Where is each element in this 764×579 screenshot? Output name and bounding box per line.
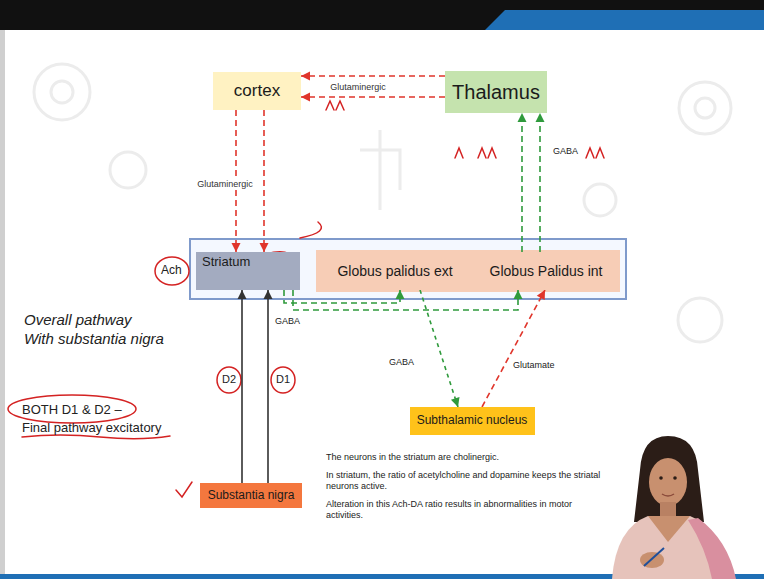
annotation-label: Final pathway excitatory bbox=[22, 420, 161, 436]
node-label: Globus Palidus int bbox=[490, 263, 603, 279]
node-label: Substantia nigra bbox=[208, 489, 295, 503]
connector-line bbox=[263, 110, 265, 252]
node-label: Globus palidus ext bbox=[337, 263, 452, 279]
cortex-box: cortex bbox=[213, 72, 301, 110]
pallidus-band bbox=[316, 250, 620, 292]
connector-line bbox=[284, 290, 400, 303]
connector bbox=[264, 290, 273, 483]
header-accent bbox=[485, 10, 764, 30]
globus-pallidus-int-box: Globus Palidus int bbox=[476, 252, 616, 290]
arrow-head bbox=[238, 290, 247, 299]
node-label: cortex bbox=[234, 81, 280, 101]
connector bbox=[482, 290, 545, 407]
connector-line bbox=[241, 290, 243, 483]
annotation-label: Alteration in this Ach-DA ratio results … bbox=[326, 499, 608, 521]
annotation-label: In striatum, the ratio of acetylcholine … bbox=[326, 470, 608, 492]
pen-annotations bbox=[8, 101, 604, 497]
arrow-head bbox=[301, 72, 310, 81]
annotation-label: BOTH D1 & D2 – bbox=[22, 402, 122, 418]
connector-line bbox=[301, 75, 445, 77]
connector bbox=[420, 290, 459, 407]
arrow-head bbox=[537, 290, 545, 300]
annotation-label: D1 bbox=[276, 373, 290, 386]
striatum-box: Striatum bbox=[196, 252, 300, 290]
arrow-head bbox=[396, 290, 405, 299]
node-label: Thalamus bbox=[452, 81, 540, 104]
connector-line bbox=[539, 113, 541, 252]
connector bbox=[518, 113, 527, 252]
left-border bbox=[0, 30, 5, 579]
connector-line bbox=[301, 96, 445, 98]
connector bbox=[301, 93, 445, 102]
watermark-icons bbox=[34, 64, 731, 342]
annotation-label: GABA bbox=[552, 146, 579, 157]
subthalamic-nucleus-box: Subthalamic nucleus bbox=[410, 407, 535, 435]
annotation-label: Glutamate bbox=[512, 360, 556, 371]
connector-line bbox=[482, 290, 545, 407]
substantia-nigra-box: Substantia nigra bbox=[200, 483, 302, 508]
arrow-head bbox=[260, 243, 269, 252]
connector-line bbox=[521, 113, 523, 252]
presenter-figure bbox=[612, 436, 736, 579]
edge-label: Glutaminergic bbox=[195, 179, 255, 190]
header-bar bbox=[0, 0, 764, 30]
arrow-head bbox=[514, 290, 523, 299]
annotation-label: Ach bbox=[161, 263, 182, 277]
annotation-label: GABA bbox=[388, 357, 415, 368]
node-label: Striatum bbox=[202, 255, 250, 270]
connector bbox=[238, 290, 247, 483]
arrow-head bbox=[301, 93, 310, 102]
arrow-head bbox=[518, 113, 527, 122]
edge-label: Glutaminergic bbox=[328, 82, 388, 93]
arrow-head bbox=[451, 397, 460, 407]
connector bbox=[536, 113, 545, 252]
connector bbox=[284, 290, 405, 303]
arrow-head bbox=[536, 113, 545, 122]
connector-line bbox=[293, 290, 518, 310]
annotation-label: D2 bbox=[222, 373, 236, 386]
annotation-label: Overall pathway bbox=[24, 311, 132, 329]
connector-line bbox=[420, 290, 458, 407]
node-label: Subthalamic nucleus bbox=[417, 414, 528, 428]
basal-ganglia-band bbox=[190, 239, 626, 299]
globus-pallidus-ext-box: Globus palidus ext bbox=[320, 252, 470, 290]
connector bbox=[301, 72, 445, 81]
connector bbox=[293, 290, 523, 310]
connector bbox=[260, 110, 269, 252]
connector-line bbox=[267, 290, 269, 483]
arrow-head bbox=[232, 243, 241, 252]
annotation-label: The neurons in the striatum are choliner… bbox=[326, 452, 608, 463]
annotation-label: GABA bbox=[274, 316, 301, 327]
annotation-label: With substantia nigra bbox=[24, 330, 164, 348]
arrow-head bbox=[264, 290, 273, 299]
thalamus-box: Thalamus bbox=[445, 71, 547, 113]
